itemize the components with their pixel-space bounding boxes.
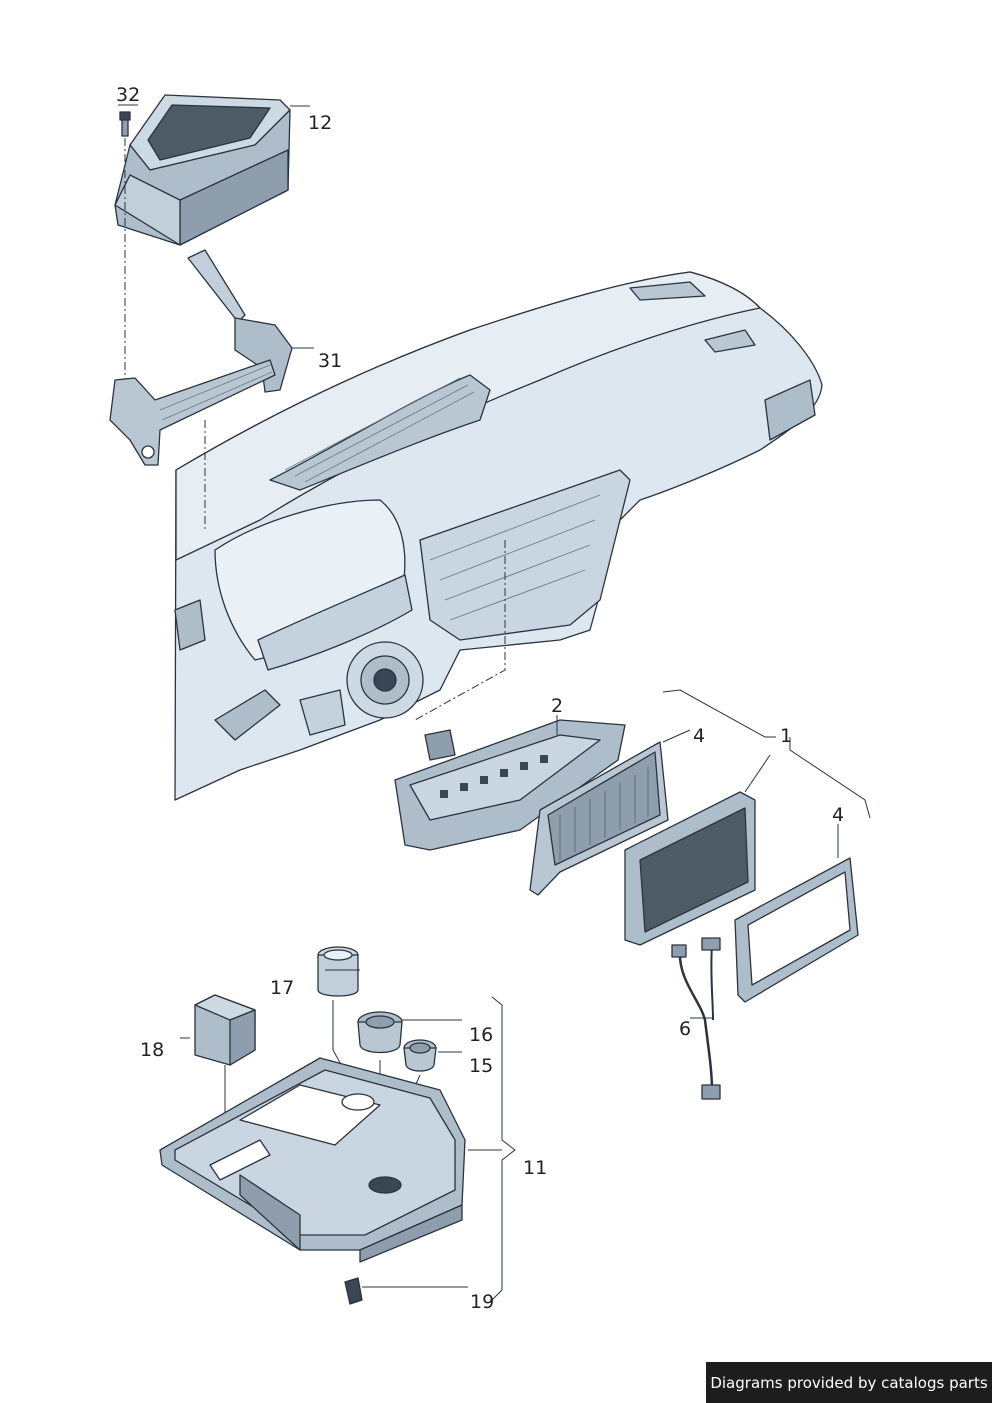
part-1-display-screen bbox=[624, 791, 756, 946]
callout-18: 18 bbox=[140, 1039, 165, 1061]
callout-17: 17 bbox=[270, 977, 295, 999]
callout-11: 11 bbox=[523, 1157, 548, 1179]
part-6-cable bbox=[671, 937, 721, 1100]
part-4-bezel-frame bbox=[734, 857, 859, 1003]
callout-12: 12 bbox=[308, 112, 333, 134]
callout-2: 2 bbox=[551, 695, 564, 717]
footer-credit: Diagrams provided by catalogs parts bbox=[706, 1362, 992, 1403]
callout-16: 16 bbox=[469, 1024, 494, 1046]
part-4-rear-cover bbox=[529, 741, 669, 896]
part-17-start-button bbox=[317, 946, 359, 997]
part-31-bracket bbox=[109, 249, 293, 466]
part-32-screw bbox=[119, 111, 131, 137]
leader-lines bbox=[118, 104, 871, 1301]
callout-19: 19 bbox=[470, 1291, 495, 1313]
part-16-knob bbox=[357, 1011, 403, 1054]
callout-31: 31 bbox=[318, 350, 343, 372]
callout-4: 4 bbox=[693, 725, 706, 747]
callout-1: 1 bbox=[780, 725, 793, 747]
callout-32: 32 bbox=[116, 84, 141, 106]
part-11-console-panel bbox=[159, 1057, 466, 1263]
part-19-clip bbox=[344, 1277, 363, 1305]
part-12-display-unit bbox=[114, 94, 291, 246]
part-2-mounting-frame bbox=[394, 719, 626, 851]
callout-4-frame: 4 bbox=[832, 804, 845, 826]
part-18-switch-block bbox=[194, 994, 256, 1066]
callout-6: 6 bbox=[679, 1018, 692, 1040]
callout-15: 15 bbox=[469, 1055, 494, 1077]
part-15-knob bbox=[403, 1039, 437, 1072]
dashboard-panel bbox=[174, 271, 823, 801]
